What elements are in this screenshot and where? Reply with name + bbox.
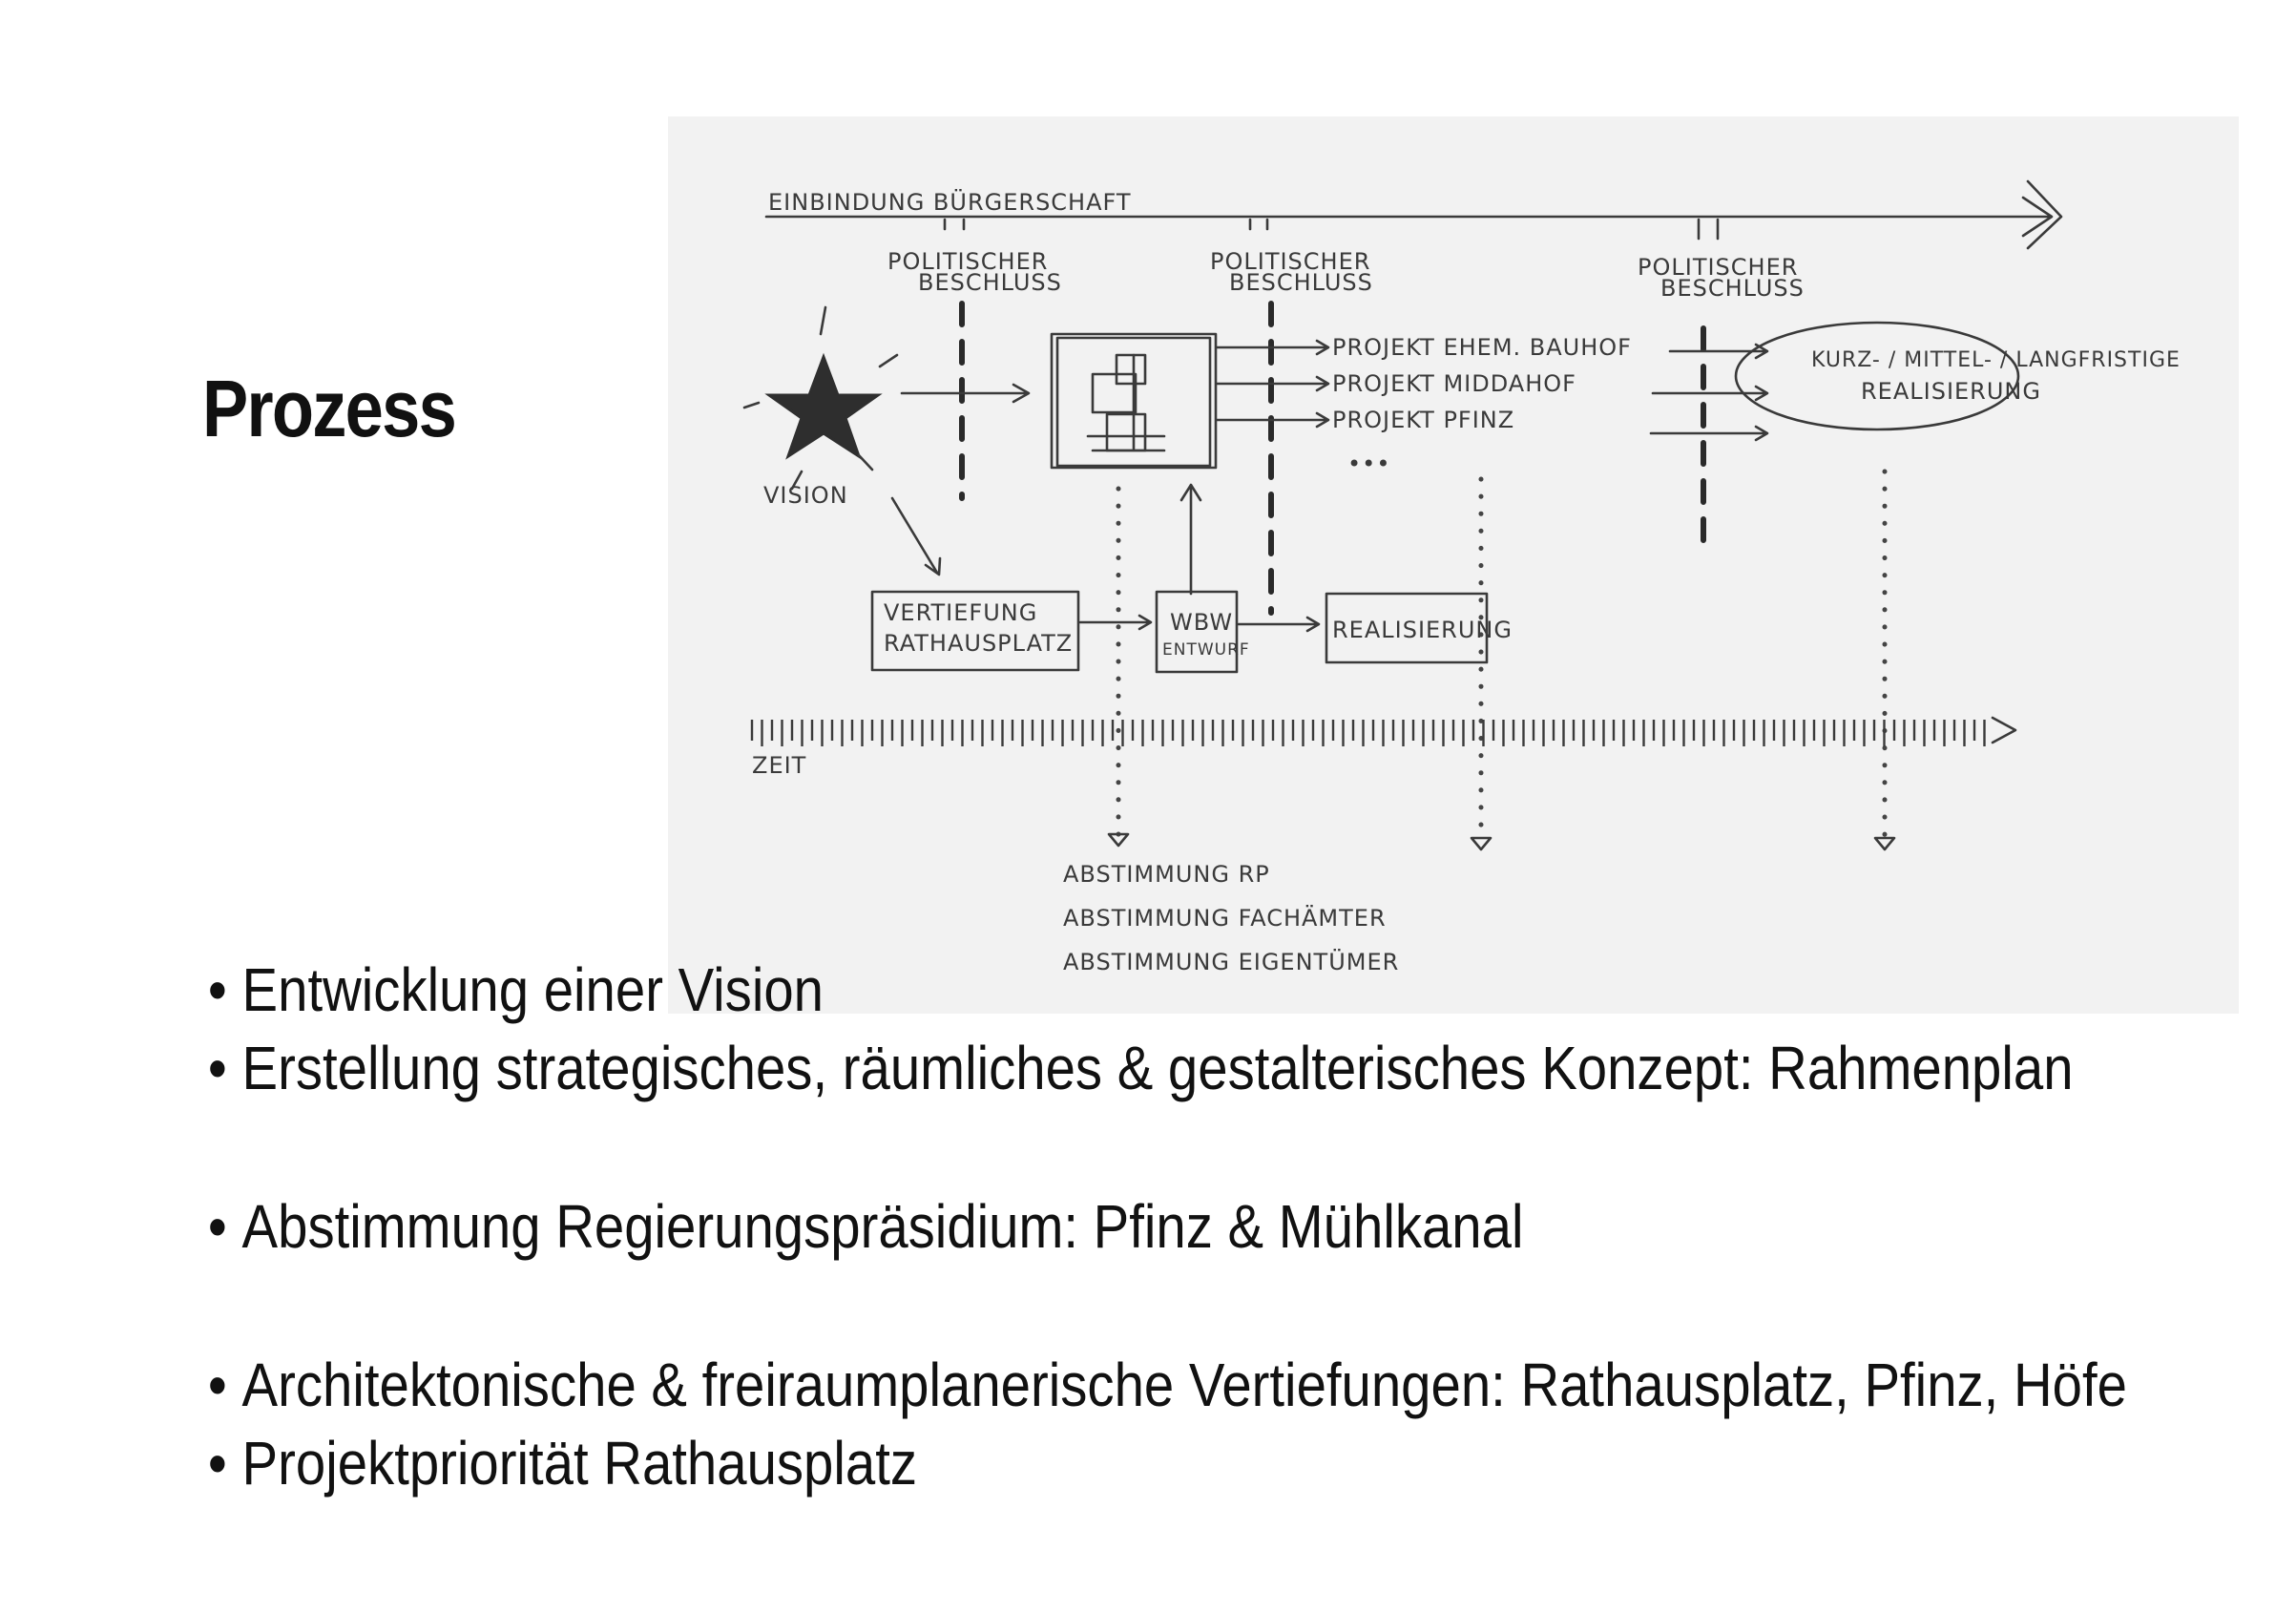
vertiefung-line2: RATHAUSPLATZ xyxy=(884,630,1073,657)
page-title: Prozess xyxy=(202,364,457,453)
vertiefung-box xyxy=(870,590,1080,672)
coordination-fachaemter: ABSTIMMUNG FACHÄMTER xyxy=(1063,904,1387,932)
vision-arrow xyxy=(900,383,1031,404)
projects-ellipsis: ••• xyxy=(1347,450,1390,477)
decision-3-line2: BESCHLUSS xyxy=(1660,275,1805,302)
project-bauhof: PROJEKT EHEM. BAUHOF xyxy=(1332,334,1632,361)
time-label: ZEIT xyxy=(752,752,806,779)
process-diagram: EINBINDUNG BÜRGERSCHAFT POLITISCHER BESC… xyxy=(742,179,2181,975)
vision-label: VISION xyxy=(763,482,848,509)
outcome-ellipse xyxy=(1734,321,2020,431)
bullet-item: Abstimmung Regierungspräsidium: Pfinz & … xyxy=(208,1187,2056,1266)
decision-2-line1: POLITISCHER xyxy=(1210,248,1370,275)
decision-2-line2: BESCHLUSS xyxy=(1229,269,1373,296)
bullet-item: Projektpriorität Rathausplatz xyxy=(208,1424,2056,1502)
decision-3-line1: POLITISCHER xyxy=(1638,254,1798,281)
time-axis xyxy=(750,716,2017,746)
concept-plan-sketch xyxy=(1050,332,1218,470)
process-sketch: EINBINDUNG BÜRGERSCHAFT POLITISCHER BESC… xyxy=(668,116,2239,1014)
decision-1-line2: BESCHLUSS xyxy=(918,269,1062,296)
project-middahof: PROJEKT MIDDAHOF xyxy=(1332,370,1576,397)
citizen-participation-arrow xyxy=(764,179,2063,250)
realisierung-label: REALISIERUNG xyxy=(1332,617,1513,643)
bullet-item: Erstellung strategisches, räumliches & g… xyxy=(208,1029,2074,1107)
realisierung-box xyxy=(1325,592,1489,664)
project-pfinz: PROJEKT PFINZ xyxy=(1332,407,1514,433)
outcome-line2: REALISIERUNG xyxy=(1861,378,2041,405)
decision-1-line1: POLITISCHER xyxy=(887,248,1048,275)
wbw-box xyxy=(1155,590,1239,674)
vertiefung-line1: VERTIEFUNG xyxy=(884,599,1037,626)
citizen-participation-label: EINBINDUNG BÜRGERSCHAFT xyxy=(768,188,1132,216)
wbw-line1: WBW xyxy=(1170,609,1233,636)
vision-to-vertiefung-arrow xyxy=(890,496,942,576)
bullet-item: Entwicklung einer Vision xyxy=(208,951,2056,1029)
bullet-list: Entwicklung einer Vision Erstellung stra… xyxy=(208,951,2127,1502)
bullet-item: Architektonische & freiraumplanerische V… xyxy=(208,1346,2127,1424)
outcome-line1: KURZ- / MITTEL- / LANGFRISTIGE xyxy=(1811,348,2181,372)
vision-star-icon xyxy=(742,305,899,491)
coordination-rp: ABSTIMMUNG RP xyxy=(1063,861,1270,888)
wbw-line2: ENTWURF xyxy=(1162,640,1250,660)
